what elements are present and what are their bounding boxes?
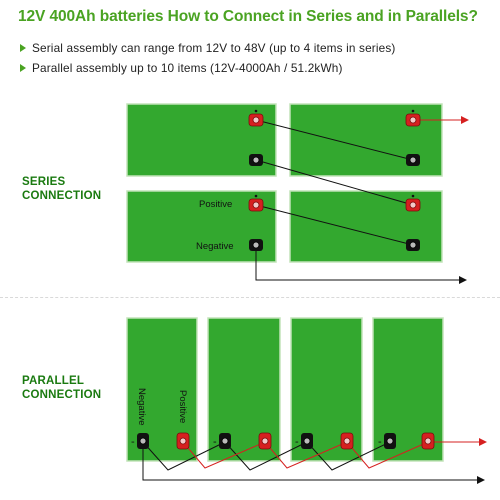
negative-terminal-icon bbox=[301, 433, 313, 449]
bullet-triangle-icon bbox=[20, 64, 26, 72]
series-output-negative bbox=[255, 247, 467, 284]
negative-terminal-icon bbox=[137, 433, 149, 449]
parallel-negative-label: Negative bbox=[136, 388, 147, 426]
minus-sign: - bbox=[213, 436, 217, 448]
bullet-series: Serial assembly can range from 12V to 48… bbox=[20, 41, 395, 55]
series-label-line1: SERIES bbox=[22, 176, 66, 188]
series-wire-2 bbox=[255, 159, 414, 206]
positive-terminal-icon bbox=[405, 198, 421, 212]
positive-terminal-icon bbox=[340, 432, 354, 450]
positive-terminal-icon bbox=[248, 198, 264, 212]
section-divider bbox=[0, 297, 500, 298]
bullet-series-text: Serial assembly can range from 12V to 48… bbox=[32, 41, 396, 55]
positive-terminal-icon bbox=[405, 113, 421, 127]
series-wire-3 bbox=[255, 204, 414, 246]
positive-terminal-icon bbox=[248, 113, 264, 127]
parallel-positive-wire-3 bbox=[346, 441, 429, 469]
parallel-positive-wire-2 bbox=[264, 441, 348, 469]
negative-terminal-icon bbox=[384, 433, 396, 449]
parallel-positive-label: Positive bbox=[177, 390, 188, 423]
positive-terminal-icon bbox=[258, 432, 272, 450]
parallel-negative-wire-3 bbox=[306, 441, 391, 471]
positive-terminal-icon bbox=[421, 432, 435, 450]
minus-sign: - bbox=[131, 436, 135, 448]
terminal-mark bbox=[411, 109, 415, 113]
series-wire-1 bbox=[255, 119, 414, 161]
bullet-triangle-icon bbox=[20, 44, 26, 52]
negative-terminal-icon bbox=[406, 154, 420, 166]
terminal-mark bbox=[254, 194, 258, 198]
parallel-negative-wire-2 bbox=[224, 441, 308, 471]
parallel-label-line2: CONNECTION bbox=[22, 389, 102, 401]
terminal-mark bbox=[254, 109, 258, 113]
series-negative-label: Negative bbox=[196, 241, 234, 252]
parallel-negative-wire-1 bbox=[142, 441, 226, 471]
bullet-parallel-text: Parallel assembly up to 10 items (12V-40… bbox=[32, 61, 343, 75]
negative-terminal-icon bbox=[219, 433, 231, 449]
negative-terminal-icon bbox=[406, 239, 420, 251]
negative-terminal-icon bbox=[249, 154, 263, 166]
positive-terminal-icon bbox=[176, 432, 190, 450]
parallel-label-line1: PARALLEL bbox=[22, 375, 85, 387]
series-positive-label: Positive bbox=[199, 199, 232, 210]
terminal-mark bbox=[411, 194, 415, 198]
negative-terminal-icon bbox=[249, 239, 263, 251]
bullet-parallel: Parallel assembly up to 10 items (12V-40… bbox=[20, 61, 343, 75]
series-label-line2: CONNECTION bbox=[22, 190, 102, 202]
minus-sign: - bbox=[378, 436, 382, 448]
series-connection-label: SERIES CONNECTION bbox=[22, 175, 101, 203]
page-title: 12V 400Ah batteries How to Connect in Se… bbox=[18, 8, 478, 25]
minus-sign: - bbox=[295, 436, 299, 448]
parallel-connection-label: PARALLEL CONNECTION bbox=[22, 374, 101, 402]
parallel-positive-wire-1 bbox=[182, 441, 266, 469]
parallel-output-negative bbox=[142, 442, 485, 484]
